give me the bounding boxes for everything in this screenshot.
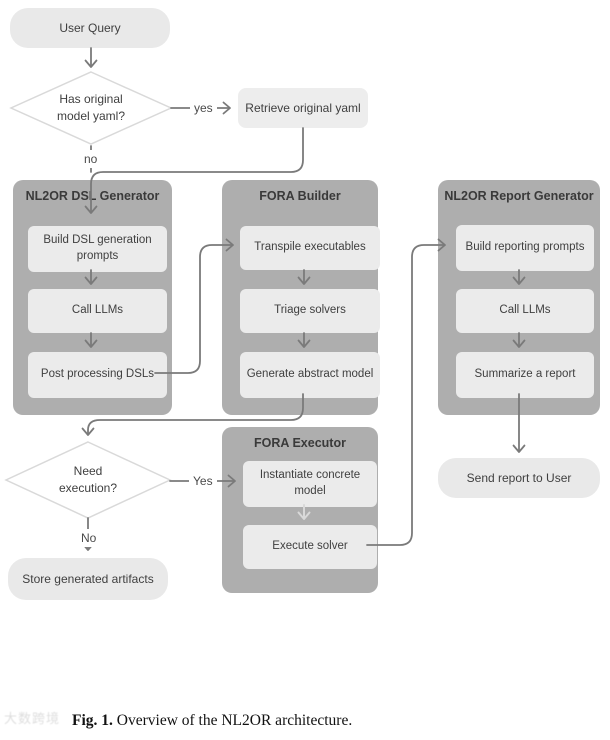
box-instantiate-concrete-model: Instantiate concrete model (243, 461, 377, 507)
box-triage-solvers: Triage solvers (240, 289, 380, 333)
label-yes-2: Yes (189, 472, 217, 490)
decision2-line2: execution? (58, 481, 118, 495)
label-no-1: no (80, 150, 102, 168)
decision1-line1: Has original (59, 91, 123, 106)
decision2-line1: Need (73, 463, 103, 478)
decision-need-execution-text: Need execution? (28, 458, 148, 502)
dsl-generator-title: NL2OR DSL Generator (25, 189, 160, 203)
box-build-reporting-prompts: Build reporting prompts (456, 225, 594, 271)
fora-executor-title: FORA Executor (254, 436, 346, 450)
fora-builder-title: FORA Builder (259, 189, 341, 203)
decision-has-yaml-text: Has original model yaml? (31, 86, 151, 130)
box-generate-abstract-model: Generate abstract model (240, 352, 380, 398)
store-artifacts-label: Store generated artifacts (22, 572, 154, 586)
box-call-llms-report: Call LLMs (456, 289, 594, 333)
container-fora-builder: FORA Builder Transpile executables Triag… (222, 180, 380, 415)
user-query-label: User Query (59, 21, 121, 35)
user-query-node: User Query (10, 8, 170, 48)
label-yes-1: yes (190, 99, 217, 117)
report-generator-title: NL2OR Report Generator (444, 189, 594, 203)
retrieve-yaml-node: Retrieve original yaml (238, 88, 368, 128)
box-call-llms-dsl: Call LLMs (28, 289, 167, 333)
figure-caption: Fig. 1. Overview of the NL2OR architectu… (72, 712, 352, 730)
box-post-processing-dsls: Post processing DSLs (28, 352, 167, 398)
container-fora-executor: FORA Executor Instantiate concrete model… (222, 427, 378, 593)
box-build-dsl-prompts: Build DSL generation prompts (28, 226, 167, 272)
box-transpile-executables: Transpile executables (240, 226, 380, 270)
connector-userquery-decision1 (84, 47, 98, 68)
container-report-generator: NL2OR Report Generator Build reporting p… (438, 180, 600, 415)
retrieve-yaml-label: Retrieve original yaml (245, 101, 361, 115)
figure-caption-label: Fig. 1. (72, 712, 113, 729)
figure-caption-text: Overview of the NL2OR architecture. (112, 712, 353, 729)
label-no-2: No (77, 529, 101, 547)
store-artifacts-node: Store generated artifacts (8, 558, 168, 600)
box-execute-solver: Execute solver (243, 525, 377, 569)
watermark: 大数跨境 (4, 711, 61, 726)
container-dsl-generator: NL2OR DSL Generator Build DSL generation… (13, 180, 172, 415)
send-report-label: Send report to User (466, 471, 572, 485)
box-summarize-report: Summarize a report (456, 352, 594, 398)
send-report-node: Send report to User (438, 458, 600, 498)
decision1-line2: model yaml? (56, 109, 126, 123)
